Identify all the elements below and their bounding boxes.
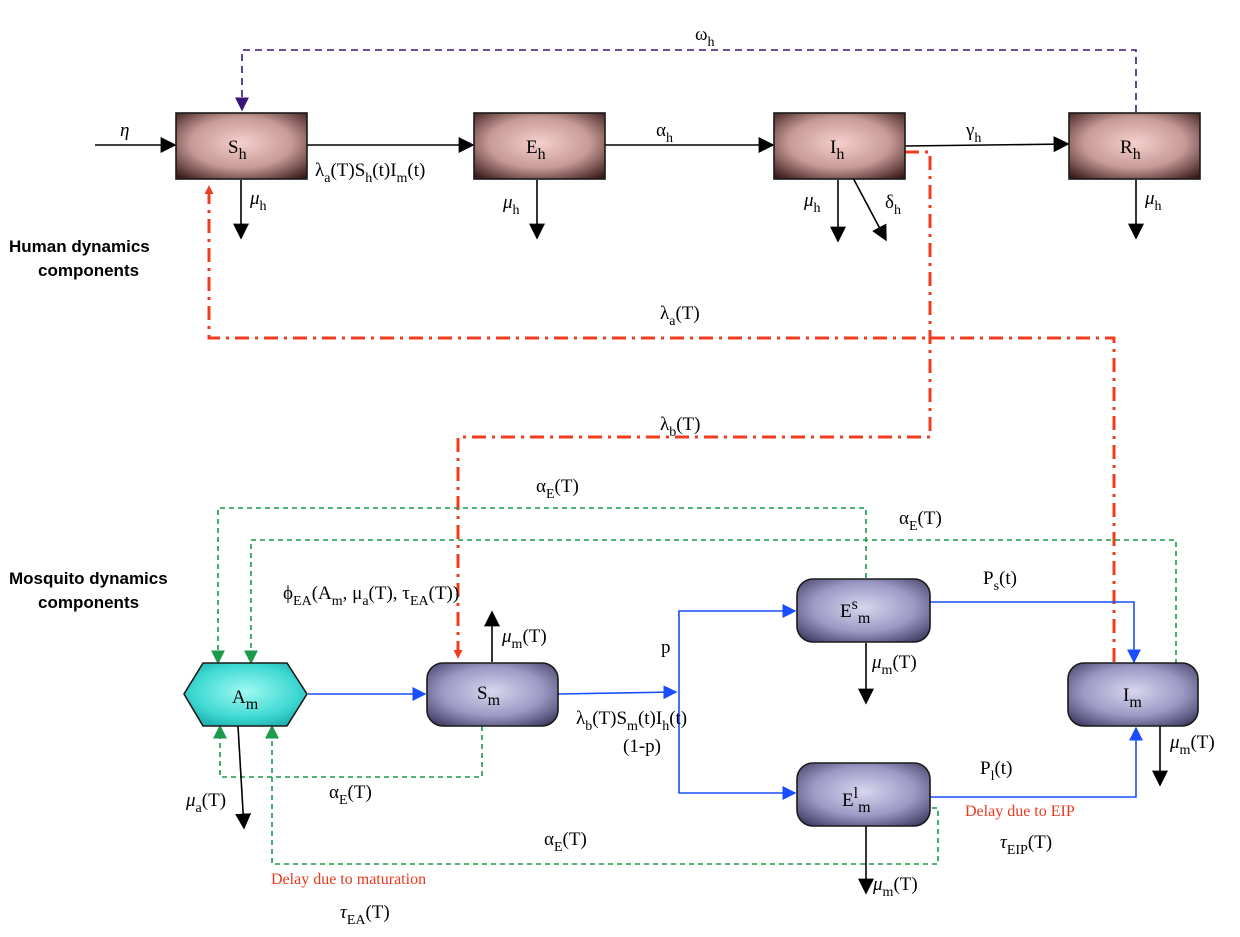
esm-mu-label: μm(T) xyxy=(871,652,917,678)
esm-feedback-arrow xyxy=(211,507,867,665)
elm-mu-label: μm(T) xyxy=(872,874,918,900)
sh-mu-label: μh xyxy=(249,188,267,214)
esm-to-im-arrow xyxy=(930,601,1141,664)
ih-to-rh-arrow xyxy=(904,136,1070,153)
lambda-a-transmission-arrow xyxy=(204,185,1116,662)
node-am: Am xyxy=(183,662,308,727)
node-sm: Sm xyxy=(426,662,559,727)
mosquito-section-line-2: components xyxy=(38,593,139,612)
alpha-h-label: αh xyxy=(656,120,673,146)
eip-delay-note: Delay due to EIP xyxy=(965,803,1075,820)
node-sm-box xyxy=(426,662,559,727)
elm-feedback-arrow xyxy=(265,724,939,865)
node-am-label: Am xyxy=(232,687,259,713)
node-elm-box xyxy=(796,762,931,827)
node-esm-box xyxy=(796,578,931,643)
node-eh: Eh xyxy=(473,112,606,180)
human-section-label: Human dynamics components xyxy=(9,237,150,280)
node-eh-label: Eh xyxy=(526,137,546,163)
node-esm-label: Esm xyxy=(840,596,871,627)
sm-to-split-arrow xyxy=(557,685,678,700)
one-minus-p-label: (1-p) xyxy=(623,736,661,757)
eta-label: η xyxy=(120,120,129,141)
alpha-e-label-4: αE(T) xyxy=(544,829,587,855)
lambda-a-label: λa(T) xyxy=(660,303,700,329)
node-eh-box xyxy=(473,112,606,180)
ih-disease-death-arrow xyxy=(851,175,887,242)
ih-mu-label: μh xyxy=(803,190,821,216)
split-to-esm-arrow xyxy=(678,604,797,692)
node-sh-box xyxy=(175,112,308,180)
alpha-e-label-2: αE(T) xyxy=(899,508,942,534)
node-ih-box xyxy=(773,112,906,180)
ps-label: Ps(t) xyxy=(983,568,1017,594)
mosquito-section-line-1: Mosquito dynamics xyxy=(9,569,168,588)
maturation-delay-note: Delay due to maturation xyxy=(271,871,426,888)
node-am-box xyxy=(183,662,308,727)
sm-mu-label: μm(T) xyxy=(501,626,547,652)
node-elm-label: Elm xyxy=(842,785,871,816)
node-rh-box xyxy=(1068,112,1201,180)
node-im: Im xyxy=(1067,662,1199,727)
im-mu-label: μm(T) xyxy=(1169,732,1215,758)
pl-label: Pl(t) xyxy=(980,758,1012,784)
node-rh-label: Rh xyxy=(1120,137,1141,163)
lambda-b-label: λb(T) xyxy=(660,414,700,440)
node-esm: Esm xyxy=(796,578,931,643)
eh-mu-label: μh xyxy=(502,192,520,218)
mosquito-infection-label: λb(T)Sm(t)Ih(t) xyxy=(576,708,687,734)
alpha-e-label-3: αE(T) xyxy=(329,782,372,808)
phi-ea-label: ϕEA(Am, μa(T), τEA(T)) xyxy=(283,583,459,609)
im-feedback-arrow xyxy=(244,539,1177,665)
lambda-b-transmission-arrow xyxy=(453,150,932,659)
rh-mu-label: μh xyxy=(1144,188,1162,214)
am-death-arrow xyxy=(235,725,252,830)
human-infection-label: λa(T)Sh(t)Im(t) xyxy=(315,160,425,186)
gamma-h-label: γh xyxy=(965,120,981,146)
node-sm-label: Sm xyxy=(477,683,501,709)
node-elm: Elm xyxy=(796,762,931,827)
node-im-box xyxy=(1067,662,1199,727)
omega-h-label: ωh xyxy=(695,24,715,50)
node-rh: Rh xyxy=(1068,112,1201,180)
tau-eip-label: τEIP(T) xyxy=(1000,832,1052,858)
elm-to-im-arrow xyxy=(930,726,1143,798)
delta-h-label: δh xyxy=(885,192,901,218)
human-section-line-2: components xyxy=(38,261,139,280)
immunity-loss-arrow xyxy=(235,49,1137,112)
human-section-line-1: Human dynamics xyxy=(9,237,150,256)
tau-ea-label: τEA(T) xyxy=(340,902,390,928)
node-im-label: Im xyxy=(1123,685,1142,711)
alpha-e-label-1: αE(T) xyxy=(536,476,579,502)
node-sh: Sh xyxy=(175,112,308,180)
sm-feedback-arrow xyxy=(213,724,483,778)
split-to-elm-arrow xyxy=(678,692,797,800)
mosquito-section-label: Mosquito dynamics components xyxy=(9,569,168,612)
node-ih: Ih xyxy=(773,112,906,180)
am-mu-label: μa(T) xyxy=(185,790,226,816)
node-ih-label: Ih xyxy=(830,137,844,163)
node-sh-label: Sh xyxy=(228,137,247,163)
p-label: p xyxy=(661,637,671,658)
